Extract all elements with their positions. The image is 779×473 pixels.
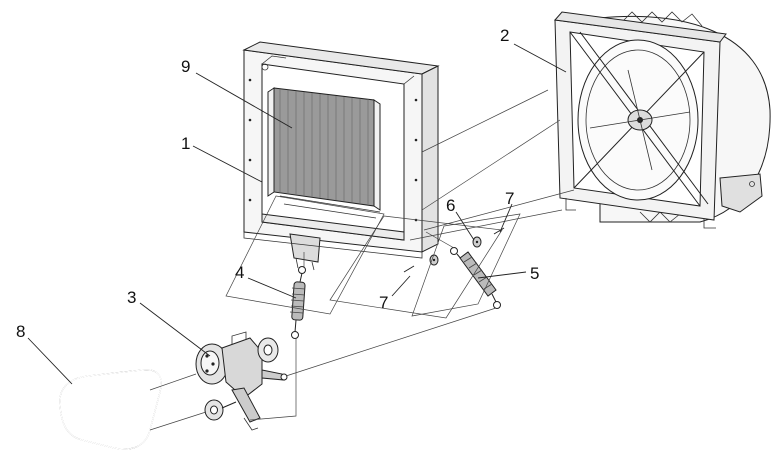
callout-4: 4 — [235, 263, 244, 282]
leader-lines — [27, 43, 567, 385]
pin-a — [403, 265, 415, 273]
spring-left — [289, 266, 306, 339]
fan-shroud — [554, 11, 771, 229]
washer-a — [429, 254, 439, 266]
callout-8: 8 — [16, 322, 25, 341]
pin-b — [493, 227, 505, 235]
callout-7-left: 7 — [379, 293, 388, 312]
callout-9: 9 — [181, 57, 190, 76]
assembly-lines — [149, 89, 575, 431]
callout-labels: 9 1 2 3 4 5 6 7 7 8 — [16, 26, 539, 341]
callout-6: 6 — [446, 196, 455, 215]
callout-5: 5 — [530, 264, 539, 283]
callout-1: 1 — [181, 134, 190, 153]
tensioner-assembly — [195, 331, 288, 431]
callout-2: 2 — [500, 26, 509, 45]
washer-b — [472, 236, 482, 248]
callout-3: 3 — [127, 288, 136, 307]
callout-7-right: 7 — [505, 189, 514, 208]
drive-belt — [59, 369, 162, 450]
